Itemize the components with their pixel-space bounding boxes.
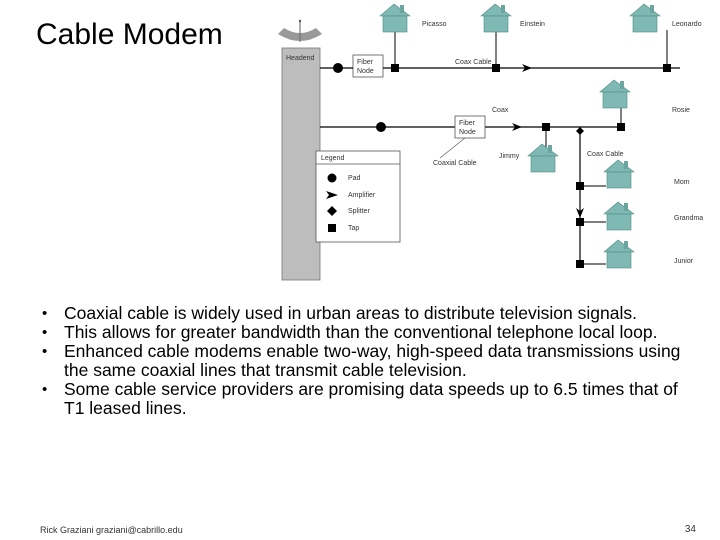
bullet-item: •Some cable service providers are promis… — [42, 379, 678, 418]
house-label-mom: Mom — [674, 179, 690, 186]
slide-title: Cable Modem — [36, 18, 223, 51]
amplifier-icon — [326, 191, 338, 199]
house-rosie — [599, 79, 631, 109]
tap-icon — [542, 123, 550, 131]
pad-icon — [333, 63, 343, 73]
house-grandma — [603, 201, 635, 231]
tap-icon — [663, 64, 671, 72]
bullet-icon: • — [42, 305, 48, 322]
legend-title: Legend — [321, 155, 344, 162]
legend-item-tap: Tap — [348, 225, 359, 232]
bullet-icon: • — [42, 343, 48, 360]
coaxial-cable-label: Coaxial Cable — [433, 160, 477, 167]
splitter-icon — [576, 127, 584, 135]
splitter-icon — [327, 206, 337, 216]
house-leonardo — [629, 3, 661, 33]
bullet-icon: • — [42, 381, 48, 398]
coax-cable-label: Coax Cable — [455, 59, 492, 66]
fiber-node-box — [352, 54, 384, 78]
legend: Legend Pad Amplifier Splitter Tap — [315, 150, 401, 243]
amplifier-icon — [522, 64, 532, 72]
house-label-rosie: Rosie — [672, 107, 690, 114]
legend-item-pad: Pad — [348, 175, 361, 182]
legend-item-amplifier: Amplifier — [348, 192, 376, 199]
house-label-jimmy: Jimmy — [499, 153, 520, 160]
house-label-einstein: Einstein — [520, 21, 545, 28]
bullet-list: •Coaxial cable is widely used in urban a… — [42, 304, 702, 418]
pad-icon — [327, 173, 337, 183]
tap-icon — [576, 260, 584, 268]
satellite-dish-icon — [278, 19, 322, 42]
headend-building — [281, 47, 321, 281]
bullet-item: •Coaxial cable is widely used in urban a… — [42, 303, 637, 323]
amplifier-icon — [512, 123, 522, 131]
house-picasso — [379, 3, 411, 33]
coax-cable-label-2: Coax Cable — [587, 151, 624, 158]
fiber-node-box — [454, 115, 486, 139]
amplifier-icon — [576, 208, 584, 218]
house-einstein — [480, 3, 512, 33]
house-label-grandma: Grandma — [674, 215, 703, 222]
bullet-icon: • — [42, 324, 48, 341]
house-label-leonardo: Leonardo — [672, 21, 702, 28]
bullet-item: •Enhanced cable modems enable two-way, h… — [42, 341, 681, 380]
house-junior — [603, 239, 635, 269]
tap-icon — [492, 64, 500, 72]
page-number: 34 — [684, 524, 696, 535]
headend-label: Headend — [286, 55, 315, 62]
coax-label: Coax — [492, 107, 509, 114]
tap-icon — [391, 64, 399, 72]
tap-icon — [617, 123, 625, 131]
legend-item-splitter: Splitter — [348, 208, 370, 215]
footer-author: Rick Graziani graziani@cabrillo.edu — [40, 525, 183, 535]
tap-icon — [576, 182, 584, 190]
house-label-junior: Junior — [674, 258, 694, 265]
bullet-item: •This allows for greater bandwidth than … — [42, 322, 658, 342]
tap-icon — [576, 218, 584, 226]
house-mom — [603, 159, 635, 189]
tap-icon — [328, 224, 336, 232]
house-label-picasso: Picasso — [422, 21, 447, 28]
pad-icon — [376, 122, 386, 132]
house-jimmy — [527, 143, 559, 173]
